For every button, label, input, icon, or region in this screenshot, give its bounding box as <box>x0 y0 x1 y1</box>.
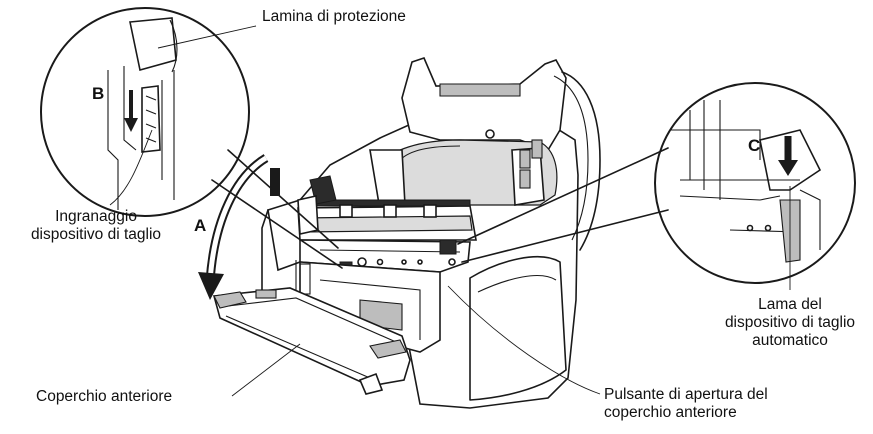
magnifier-c <box>654 82 856 284</box>
marker-b: B <box>92 84 105 103</box>
label-blade-line3: automatico <box>752 332 828 349</box>
label-open-button: Pulsante di apertura del coperchio anter… <box>604 386 768 422</box>
label-blade-line1: Lama del <box>758 296 822 313</box>
label-cutter-gear-line2: dispositivo di taglio <box>30 226 162 243</box>
leader-front-cover <box>231 343 301 397</box>
leader-cutter-gear <box>109 129 153 206</box>
roll-gear <box>519 139 543 189</box>
zoom-line-b-bottom <box>211 179 343 269</box>
label-blade-line2: dispositivo di taglio <box>724 314 856 331</box>
leader-protective-sheet <box>157 25 257 49</box>
label-cutter-gear: Ingranaggio dispositivo di taglio <box>6 208 186 244</box>
marker-c: C <box>748 136 761 155</box>
label-front-cover: Coperchio anteriore <box>36 388 173 405</box>
zoom-line-c-bottom <box>461 209 669 263</box>
label-cutter-gear-line1: Ingranaggio <box>55 208 137 225</box>
label-blade: Lama del dispositivo di taglio automatic… <box>710 296 870 350</box>
label-protective-sheet: Lamina di protezione <box>262 8 406 25</box>
zoom-line-c-top <box>457 147 669 245</box>
magnifier-b <box>40 7 250 217</box>
label-open-button-line1: Pulsante di apertura del <box>604 386 768 403</box>
marker-a: A <box>194 216 207 235</box>
front-cover <box>212 287 411 395</box>
zoom-line-b-top <box>227 149 339 249</box>
leader-open-button <box>447 285 601 395</box>
arrow-a <box>198 154 280 300</box>
label-open-button-line2: coperchio anteriore <box>604 404 737 421</box>
